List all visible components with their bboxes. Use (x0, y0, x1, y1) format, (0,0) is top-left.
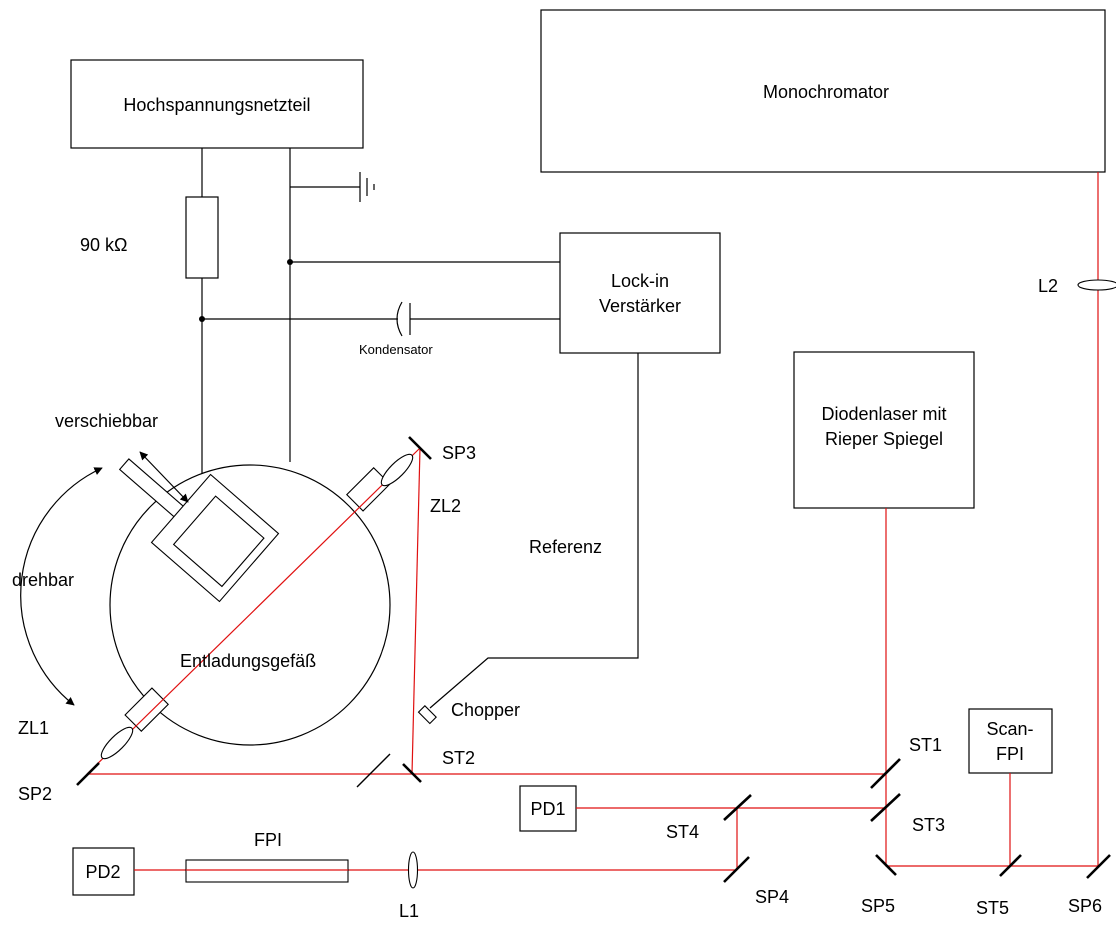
label-sp3: SP3 (442, 443, 476, 463)
lens-zl1 (100, 726, 134, 760)
splitter-st3 (870, 793, 901, 822)
scan-fpi-label-line1: Scan- (986, 719, 1033, 739)
pd1-label: PD1 (530, 799, 565, 819)
wire-junction (199, 316, 205, 322)
label-st2: ST2 (442, 748, 475, 768)
lens-l2 (1077, 279, 1116, 291)
pd1-box: PD1 (519, 785, 577, 832)
scan-fpi-label-line2: FPI (996, 744, 1024, 764)
diode-laser-label-line2: Rieper Spiegel (825, 429, 943, 449)
fpi-label: FPI (254, 830, 282, 850)
label-sp5: SP5 (861, 896, 895, 916)
diode-laser-label-line1: Diodenlaser mit (821, 404, 946, 424)
window-lower-left (124, 687, 169, 732)
reference-label: Referenz (529, 537, 602, 557)
lockin-label-line2: Verstärker (599, 296, 681, 316)
power-supply-box: Hochspannungsnetzteil (70, 59, 364, 149)
resistor-label: 90 kΩ (80, 235, 127, 255)
splitter-st1 (870, 758, 901, 789)
splitter-st2 (402, 763, 422, 783)
label-zl1: ZL1 (18, 718, 49, 738)
monochromator-label: Monochromator (763, 82, 889, 102)
scan-fpi-box: Scan- FPI (968, 708, 1053, 774)
monochromator-box: Monochromator (540, 9, 1106, 173)
mirror-sp4 (723, 856, 750, 883)
chopper-label: Chopper (451, 700, 520, 720)
diode-laser-box: Diodenlaser mit Rieper Spiegel (793, 351, 975, 509)
lockin-label-line1: Lock-in (611, 271, 669, 291)
capacitor-label: Kondensator (359, 342, 433, 357)
rotation-arrow (20, 467, 103, 706)
mirror-sp5 (875, 854, 897, 876)
wire-junction (287, 259, 293, 265)
label-l2: L2 (1038, 276, 1058, 296)
mirror-sp2 (76, 762, 100, 786)
power-supply-label: Hochspannungsnetzteil (123, 95, 310, 115)
translation-arrow (139, 451, 189, 503)
label-st1: ST1 (909, 735, 942, 755)
chopper (356, 705, 437, 788)
label-sp4: SP4 (755, 887, 789, 907)
label-st5: ST5 (976, 898, 1009, 918)
label-sp2: SP2 (18, 784, 52, 804)
label-st3: ST3 (912, 815, 945, 835)
movable-label: verschiebbar (55, 411, 158, 431)
pd2-label: PD2 (85, 862, 120, 882)
lens-l1 (407, 851, 419, 889)
window-upper-right (346, 467, 391, 512)
label-zl2: ZL2 (430, 496, 461, 516)
fpi-etalon (185, 859, 349, 883)
mirror-sp3 (408, 436, 432, 460)
electrode-assembly (150, 473, 280, 603)
lens-zl2 (380, 453, 414, 487)
splitter-st4 (723, 794, 752, 821)
resistor (185, 196, 219, 279)
lockin-amplifier-box: Lock-in Verstärker (559, 232, 721, 354)
capacitor (396, 301, 411, 337)
rotatable-label: drehbar (12, 570, 74, 590)
mirror-sp6 (1086, 854, 1111, 879)
label-l1: L1 (399, 901, 419, 921)
pd2-box: PD2 (72, 847, 135, 896)
laser-beam-path (86, 172, 1099, 871)
label-st4: ST4 (666, 822, 699, 842)
splitter-st5 (999, 854, 1022, 877)
label-sp6: SP6 (1068, 896, 1102, 916)
discharge-vessel-label: Entladungsgefäß (180, 651, 316, 671)
ground-symbol (359, 172, 375, 202)
